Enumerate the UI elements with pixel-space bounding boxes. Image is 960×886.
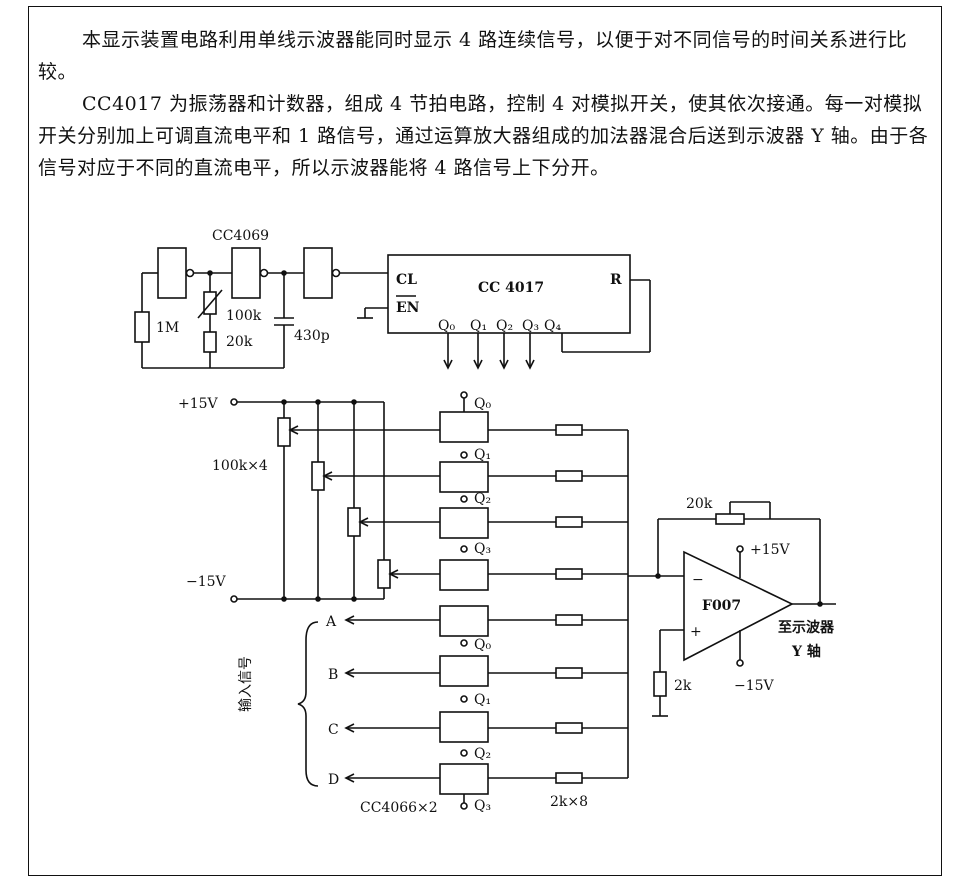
description-paragraph-1: 本显示装置电路利用单线示波器能同时显示 4 路连续信号，以便于对不同信号的时间关… xyxy=(38,29,908,83)
label-q1: Q₁ xyxy=(470,318,487,334)
opamp-f007 xyxy=(652,501,836,717)
label-input-c: C xyxy=(328,722,339,738)
label-sw-lower-q2: Q₂ xyxy=(474,746,491,762)
label-sw-q0: Q₀ xyxy=(474,396,491,412)
label-2k: 2k xyxy=(674,678,692,694)
label-cc4066: CC4066×2 xyxy=(360,800,438,816)
label-sw-lower-q3: Q₃ xyxy=(474,798,491,814)
label-20k-feedback: 20k xyxy=(686,496,713,512)
label-input-d: D xyxy=(328,772,339,788)
label-op-minus15v: −15V xyxy=(734,678,775,694)
label-2kx8: 2k×8 xyxy=(550,794,588,810)
label-input-b: B xyxy=(328,667,338,683)
label-en: EN xyxy=(396,300,420,316)
label-opamp-minus: − xyxy=(692,572,704,588)
label-q3: Q₃ xyxy=(522,318,539,334)
label-1m: 1M xyxy=(156,320,179,336)
label-sw-q3: Q₃ xyxy=(474,541,491,557)
oscillator xyxy=(134,247,388,369)
label-minus15v: −15V xyxy=(186,574,227,590)
summing-resistors xyxy=(488,424,684,784)
bias-network xyxy=(230,398,440,603)
label-430p: 430p xyxy=(294,328,330,344)
label-q4: Q₄ xyxy=(544,318,561,334)
label-f007: F007 xyxy=(702,598,741,614)
cc4017-counter xyxy=(357,254,651,370)
label-cc4069: CC4069 xyxy=(212,228,269,244)
label-input-a: A xyxy=(325,614,337,630)
schematic-labels: CC4069 1M 100k 20k 430p CL EN CC 4017 R … xyxy=(156,228,835,816)
description-paragraph-2: CC4017 为振荡器和计数器，组成 4 节拍电路，控制 4 对模拟开关，使其依… xyxy=(38,93,929,179)
label-100k: 100k xyxy=(226,308,262,324)
label-input-signal: 输入信号 xyxy=(238,656,254,712)
analog-switches xyxy=(297,391,489,810)
label-q2: Q₂ xyxy=(496,318,513,334)
label-sw-lower-q0: Q₀ xyxy=(474,637,491,653)
figure-frame xyxy=(28,6,942,876)
label-sw-q1: Q₁ xyxy=(474,447,491,463)
label-to-scope: 至示波器 xyxy=(778,619,835,636)
label-r-pin: R xyxy=(610,272,622,288)
label-op-plus15v: +15V xyxy=(750,542,791,558)
label-plus15v: +15V xyxy=(178,396,219,412)
label-q0: Q₀ xyxy=(438,318,455,334)
label-20k: 20k xyxy=(226,334,253,350)
label-opamp-plus: + xyxy=(690,624,702,640)
label-cl: CL xyxy=(396,272,417,288)
label-sw-lower-q1: Q₁ xyxy=(474,692,491,708)
label-sw-q2: Q₂ xyxy=(474,491,491,507)
label-pot-100kx4: 100k×4 xyxy=(212,458,268,474)
label-y-axis: Y 轴 xyxy=(791,643,821,660)
label-cc4017: CC 4017 xyxy=(478,280,544,296)
